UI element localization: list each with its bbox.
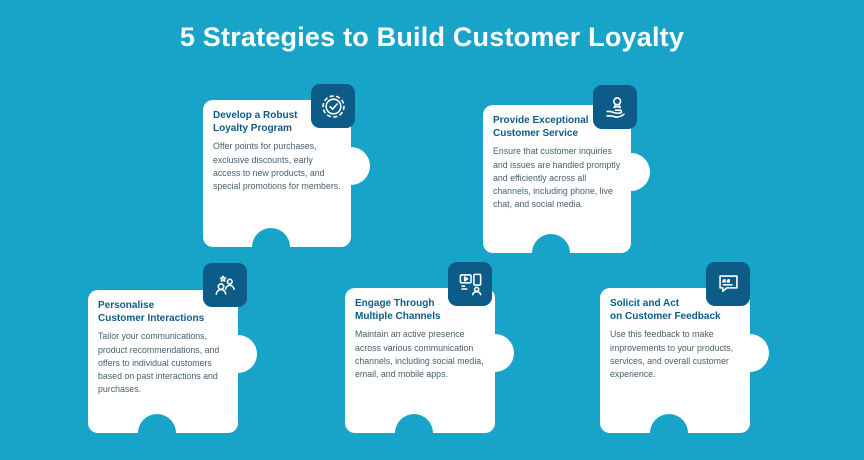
card-body: Tailor your communications, product reco… [98, 331, 220, 395]
card-body: Use this feedback to make improvements t… [610, 329, 734, 379]
gear-check-icon [311, 84, 355, 128]
puzzle-notch [532, 234, 571, 272]
puzzle-tab [731, 334, 769, 373]
puzzle-notch [650, 414, 688, 452]
strategy-card-personalise: Personalise Customer Interactions Tailor… [88, 263, 257, 452]
puzzle-tab [219, 335, 257, 374]
puzzle-tab [476, 334, 514, 373]
medal-hand-icon [593, 85, 637, 129]
puzzle-tab [612, 152, 650, 191]
card-title: Personalise Customer Interactions [98, 300, 205, 325]
card-body: Offer points for purchases, exclusive di… [213, 141, 341, 191]
card-title: Provide Exceptional Customer Service [493, 115, 589, 140]
card-title: Solicit and Act on Customer Feedback [610, 298, 721, 323]
puzzle-notch [395, 414, 433, 452]
people-star-icon [203, 263, 247, 307]
card-body: Ensure that customer inquiries and issue… [493, 146, 621, 210]
card-body: Maintain an active presence across vario… [355, 329, 484, 379]
strategy-card-feedback: Solicit and Act on Customer Feedback Use… [600, 262, 769, 452]
strategy-card-multichannel: Engage Through Multiple Channels Maintai… [345, 262, 514, 452]
infographic-title: 5 Strategies to Build Customer Loyalty [179, 22, 685, 52]
card-title: Develop a Robust Loyalty Program [213, 110, 298, 135]
puzzle-notch [138, 414, 176, 452]
strategy-card-loyalty-program: Develop a Robust Loyalty Program Offer p… [203, 84, 370, 266]
feedback-chat-icon [706, 262, 750, 306]
card-title: Engage Through Multiple Channels [355, 298, 441, 323]
multi-device-icon [448, 262, 492, 306]
puzzle-notch [252, 228, 291, 266]
strategy-card-customer-service: Provide Exceptional Customer Service Ens… [483, 85, 650, 272]
puzzle-tab [332, 147, 370, 186]
